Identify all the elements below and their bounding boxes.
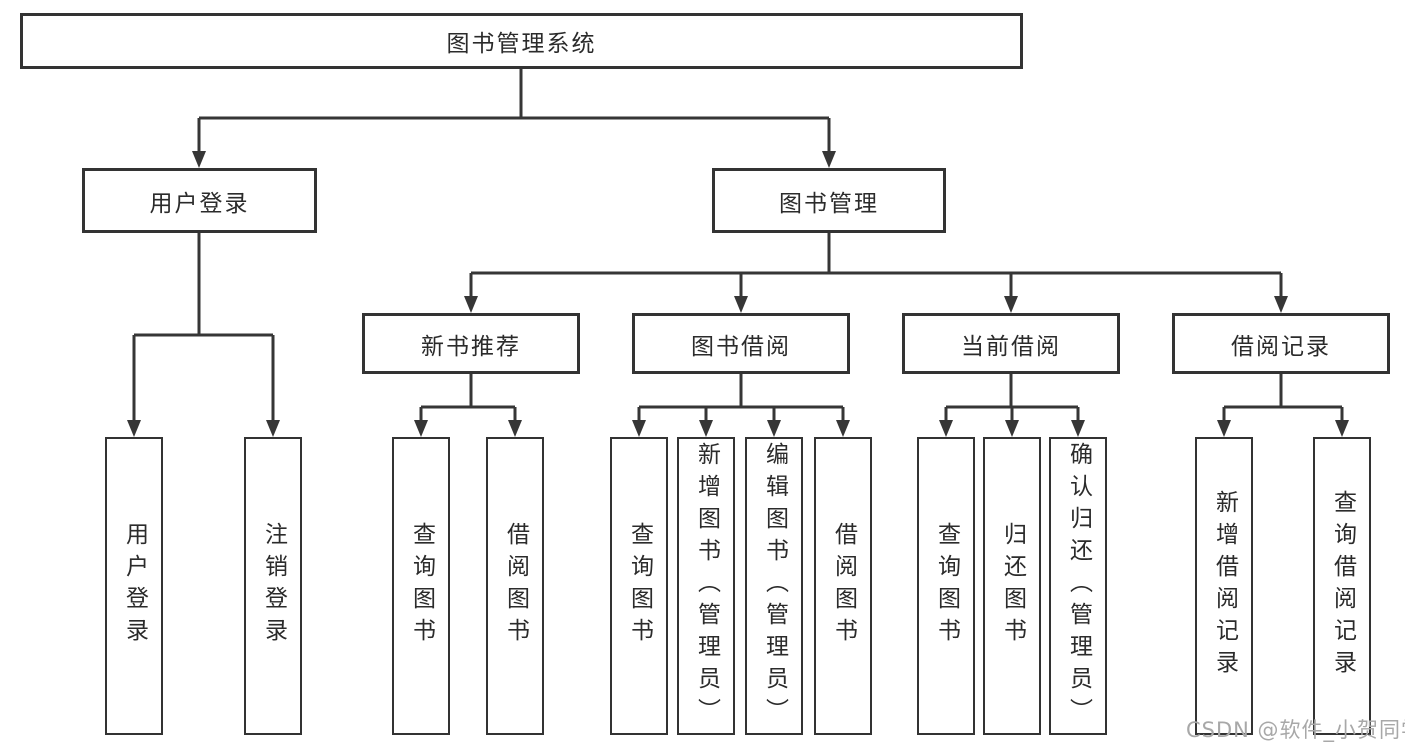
node-book-management: 图书管理 bbox=[712, 168, 946, 233]
leaf-borrow-query-books: 查询图书 bbox=[610, 437, 668, 735]
connector-book-mgmt-to-level3 bbox=[464, 233, 1288, 313]
leaf-current-confirm-return-admin: 确认归还（管理员） bbox=[1049, 437, 1107, 735]
leaf-records-add-record: 新增借阅记录 bbox=[1195, 437, 1253, 735]
node-current-borrow: 当前借阅 bbox=[902, 313, 1120, 374]
leaf-borrow-borrow-books: 借阅图书 bbox=[814, 437, 872, 735]
leaf-logout: 注销登录 bbox=[244, 437, 302, 735]
node-book-borrow: 图书借阅 bbox=[632, 313, 850, 374]
leaf-borrow-edit-books-admin: 编辑图书（管理员） bbox=[745, 437, 803, 735]
leaf-current-return-books: 归还图书 bbox=[983, 437, 1041, 735]
leaf-user-login: 用户登录 bbox=[105, 437, 163, 735]
leaf-records-query-record: 查询借阅记录 bbox=[1313, 437, 1371, 735]
connector-user-login-to-leaves bbox=[127, 233, 280, 437]
connector-current-to-leaves bbox=[939, 374, 1085, 437]
connector-records-to-leaves bbox=[1217, 374, 1349, 437]
connector-root-to-level2 bbox=[192, 69, 836, 168]
connector-recommend-to-leaves bbox=[414, 374, 522, 437]
node-borrow-records: 借阅记录 bbox=[1172, 313, 1390, 374]
node-new-book-recommend: 新书推荐 bbox=[362, 313, 580, 374]
leaf-recommend-query-books: 查询图书 bbox=[392, 437, 450, 735]
csdn-watermark: CSDN @软件_小贺同学 bbox=[1186, 718, 1405, 742]
leaf-current-query-books: 查询图书 bbox=[917, 437, 975, 735]
node-user-login: 用户登录 bbox=[82, 168, 317, 233]
node-library-management-system: 图书管理系统 bbox=[20, 13, 1023, 69]
connector-borrow-to-leaves bbox=[632, 374, 850, 437]
leaf-borrow-add-books-admin: 新增图书（管理员） bbox=[677, 437, 735, 735]
leaf-recommend-borrow-books: 借阅图书 bbox=[486, 437, 544, 735]
